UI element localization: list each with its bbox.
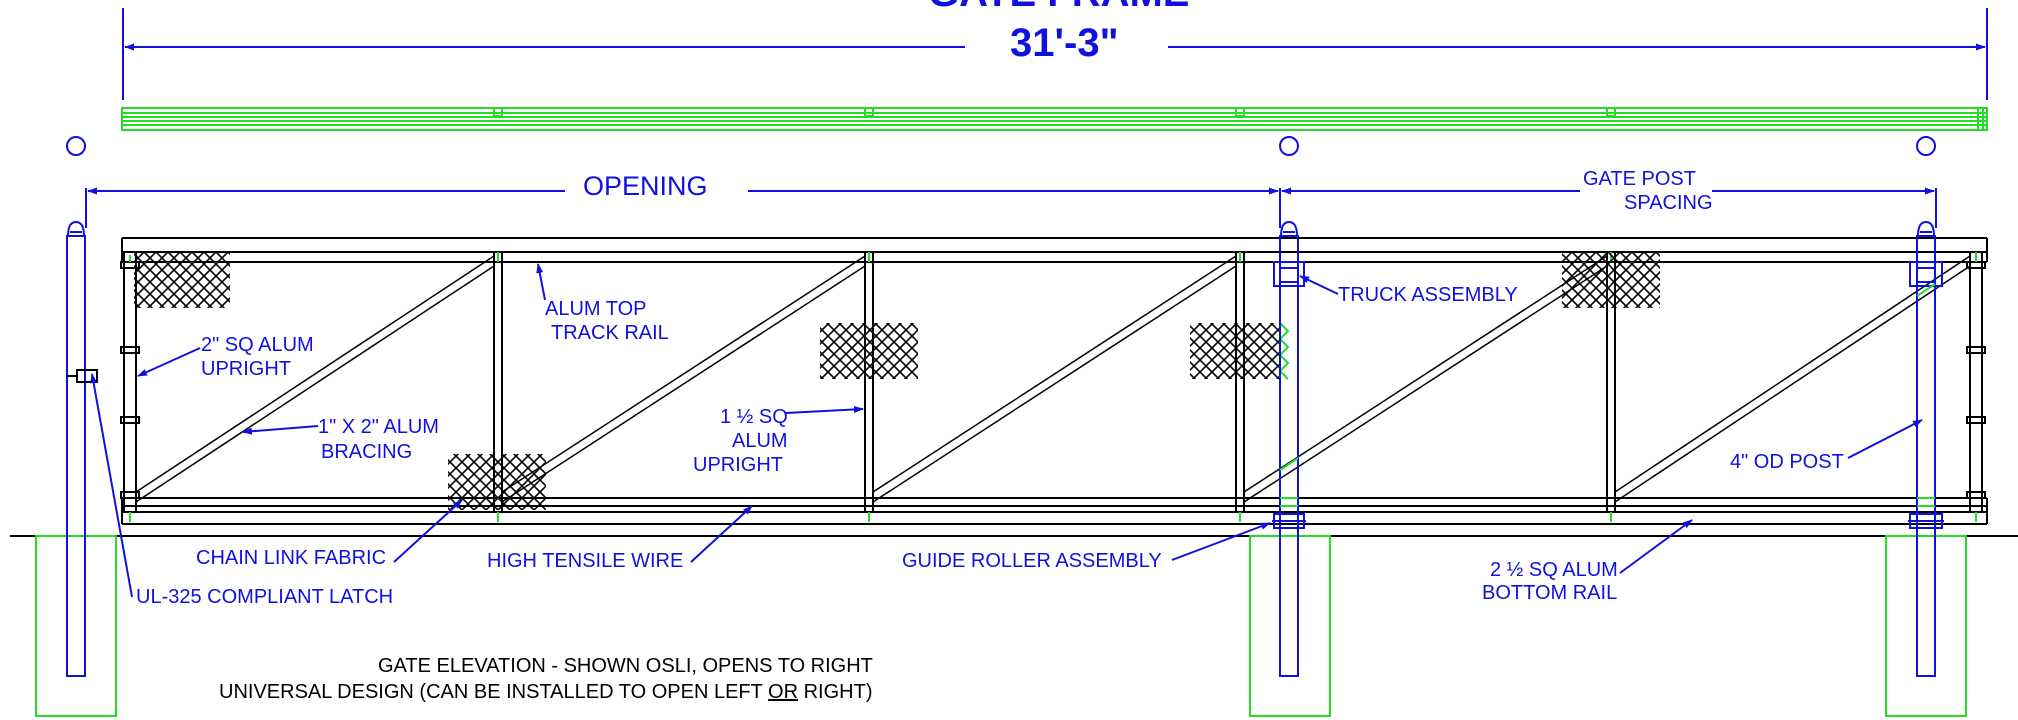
gate-frame [120, 237, 1988, 525]
title-partial: GATE FRAME [928, 0, 1189, 15]
bracing-label-1: 1" X 2" ALUM [318, 416, 439, 438]
footing-left [35, 535, 117, 717]
overall-dimension: GATE FRAME 31'-3" [122, 0, 1988, 100]
alum-top-label-1: ALUM TOP [545, 298, 647, 320]
truck-assembly-label: TRUCK ASSEMBLY [1338, 284, 1518, 306]
opening-dimension: OPENING GATE POST SPACING [85, 168, 1937, 228]
footing-right [1885, 535, 1967, 717]
note-line-1: GATE ELEVATION - SHOWN OSLI, OPENS TO RI… [378, 655, 873, 677]
od-post-label: 4" OD POST [1730, 451, 1844, 473]
gate-post-spacing-label-2: SPACING [1624, 192, 1713, 214]
callouts: ALUM TOP TRACK RAIL TRUCK ASSEMBLY 2" SQ… [90, 263, 1923, 608]
alum-top-label-2: TRACK RAIL [551, 322, 669, 344]
sq-upright-label-1: 1 ½ SQ [720, 406, 788, 428]
opening-label: OPENING [583, 171, 708, 201]
gate-plan-view [121, 107, 1988, 131]
latch-label: UL-325 COMPLIANT LATCH [136, 586, 393, 608]
drawing-notes: GATE ELEVATION - SHOWN OSLI, OPENS TO RI… [219, 655, 873, 703]
bracing-label-2: BRACING [321, 441, 412, 463]
sq-upright-label-2: ALUM [732, 430, 788, 452]
sq-upright-label-3: UPRIGHT [693, 454, 783, 476]
bottom-rail-label-2: BOTTOM RAIL [1482, 582, 1617, 604]
chain-link-fabric-swatches [134, 252, 1660, 510]
upright-label-1: 2" SQ ALUM [201, 334, 314, 356]
high-tensile-label: HIGH TENSILE WIRE [487, 550, 683, 572]
note-or-underlined: OR [768, 681, 798, 703]
guide-roller-label: GUIDE ROLLER ASSEMBLY [902, 550, 1162, 572]
post-circle-right [1916, 136, 1936, 156]
post-left [66, 220, 98, 677]
post-middle [1272, 220, 1306, 677]
gate-post-spacing-label-1: GATE POST [1583, 168, 1696, 190]
note-line-2: UNIVERSAL DESIGN (CAN BE INSTALLED TO OP… [219, 681, 872, 703]
chain-link-label: CHAIN LINK FABRIC [196, 547, 386, 569]
overall-dimension-text: 31'-3" [1010, 21, 1119, 65]
bottom-rail-label-1: 2 ½ SQ ALUM [1490, 559, 1618, 581]
post-circle-middle [1279, 136, 1299, 156]
footing-middle [1249, 535, 1331, 717]
post-right [1908, 220, 1944, 677]
post-circle-left [66, 136, 86, 156]
upright-label-2: UPRIGHT [201, 358, 291, 380]
